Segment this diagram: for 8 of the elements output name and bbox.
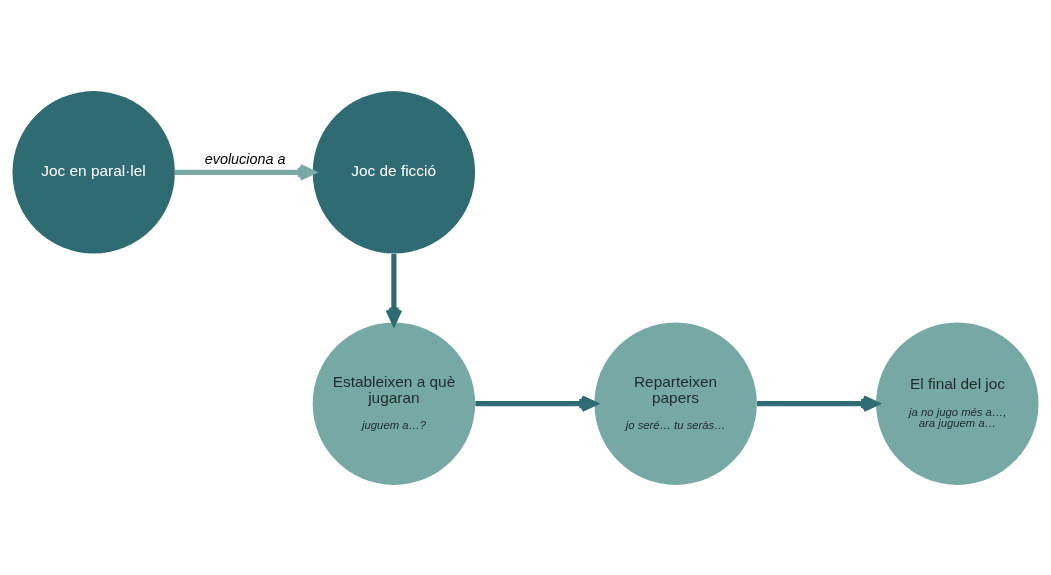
arrow [475,394,598,412]
node-circle: El final del joc ja no jugo més a…, ara juguem a… [876,321,1039,485]
node-circle: Joc de ficció [312,90,476,254]
node-circle: Reparteixen papers jo seré… tu seràs… [594,321,757,485]
node-circle: Estableixen a què jugaran juguem a…? [312,321,476,485]
edge-label: evoluciona a [204,150,286,167]
node-circle: Joc en paral·lel [12,90,175,254]
arrow [757,394,880,412]
